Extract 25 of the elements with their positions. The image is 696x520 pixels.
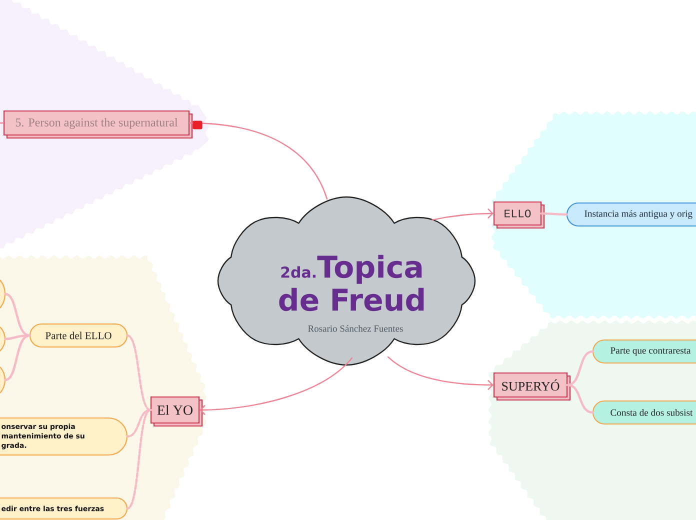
topic-box: 5. Person against the supernatural	[3, 110, 193, 139]
topic-cloud: 2da.Topica de Freud Rosario Sánchez Fuentes	[217, 196, 476, 366]
subtopic-pill	[0, 326, 6, 352]
connector-line	[126, 408, 152, 438]
topic-box: SUPERYÓ	[493, 372, 571, 401]
connector-line	[0, 122, 4, 124]
connector-line	[566, 350, 594, 386]
subtopic-pill: Parte que contraresta	[592, 339, 696, 364]
connector-line	[4, 334, 31, 382]
arrow	[431, 208, 494, 221]
subtopic-pill	[0, 279, 6, 309]
connector-line	[188, 122, 328, 200]
connector-line	[126, 408, 152, 510]
connector-line	[4, 292, 31, 337]
topic-box: El YO	[150, 396, 203, 427]
connector-line	[540, 212, 568, 216]
topic-box: ELLO	[493, 201, 545, 229]
connector-line	[126, 334, 152, 412]
connector-line	[566, 384, 594, 414]
subtopic-pill: Consta de dos subsist	[592, 400, 696, 425]
subtopic-pill: Instancia más antigua y orig	[566, 202, 696, 227]
arrow	[200, 357, 353, 416]
subtopic-pill	[0, 366, 6, 394]
arrow	[387, 356, 494, 390]
subtopic-pill: Parte del ELLO	[29, 323, 128, 348]
